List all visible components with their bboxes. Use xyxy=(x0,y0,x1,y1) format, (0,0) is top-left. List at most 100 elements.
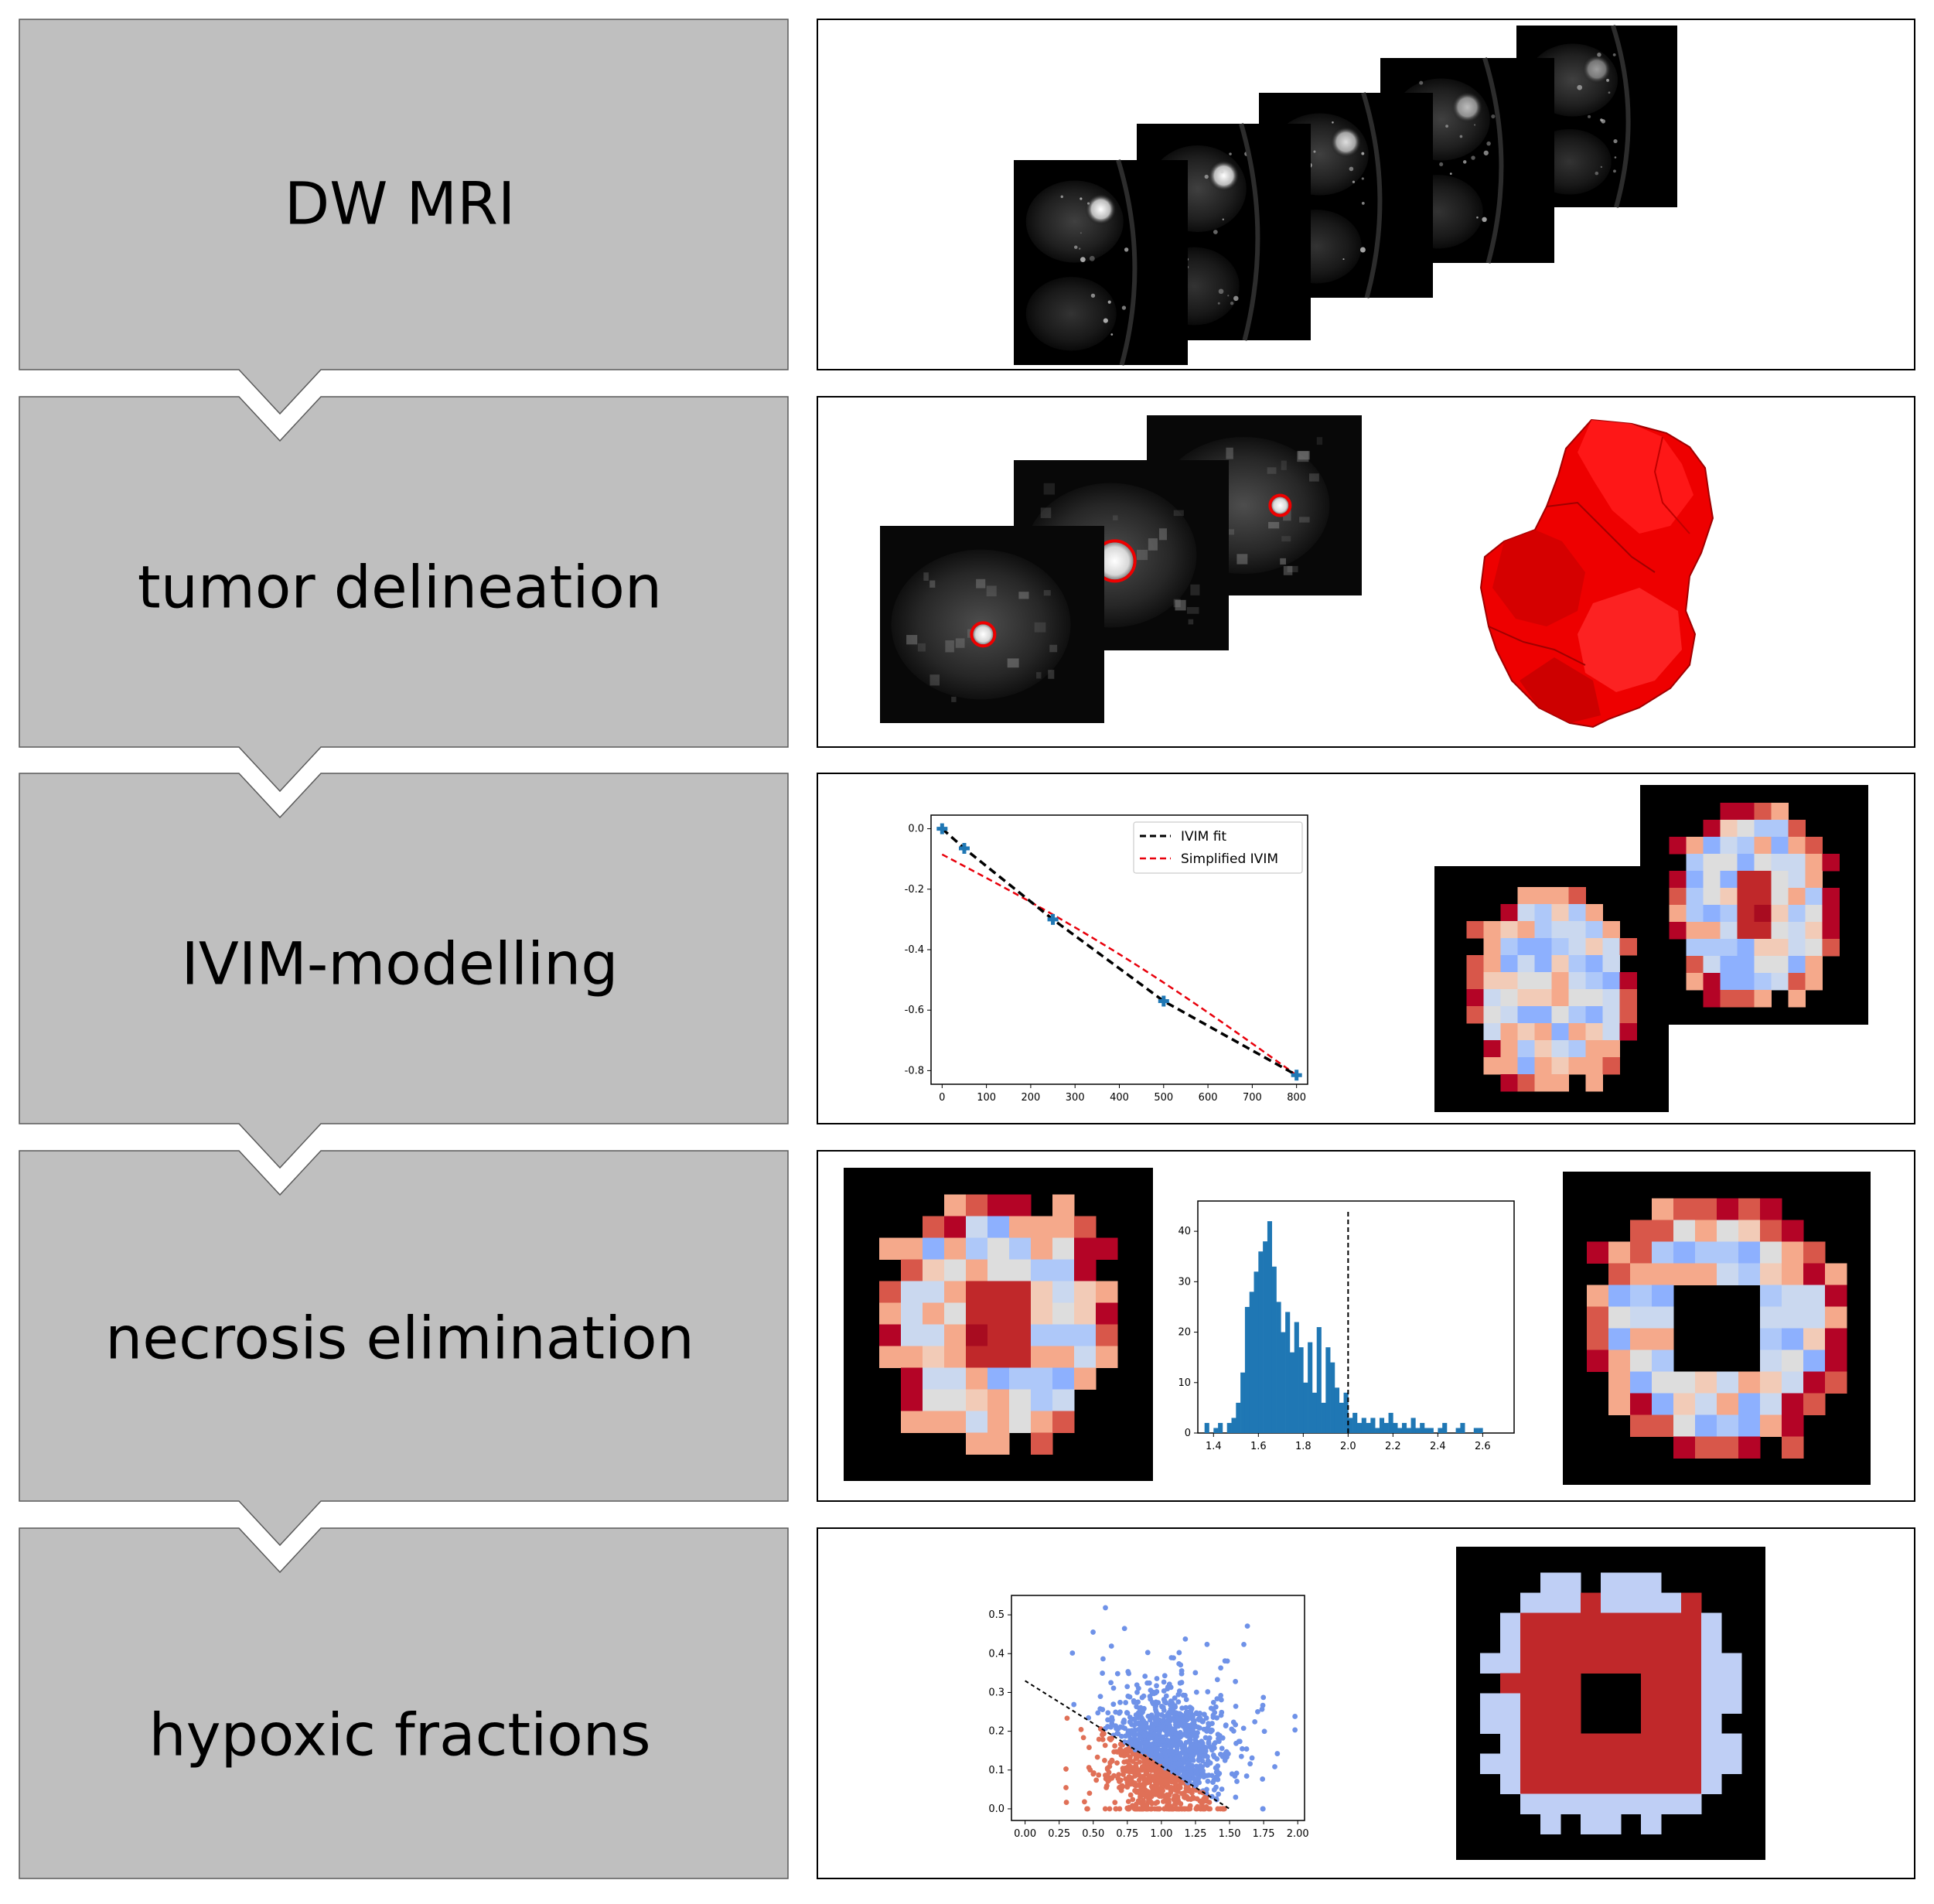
scatter-y-tick-label: 0.1 xyxy=(988,1765,1005,1776)
necrosis-map-before-pixel xyxy=(1031,1411,1053,1433)
necrosis-map-before-pixel xyxy=(1074,1216,1097,1238)
ivim-x-tick-label: 400 xyxy=(1110,1092,1129,1104)
tissue-texture xyxy=(1316,437,1323,445)
histogram-bar xyxy=(1401,1422,1407,1433)
scatter-point-normoxic xyxy=(1232,1773,1238,1779)
scatter-point-hypoxic xyxy=(1100,1732,1105,1738)
ivim-map-front-pixel xyxy=(1602,1057,1620,1075)
ivim-map-front-pixel xyxy=(1483,938,1501,956)
mri-speckle xyxy=(1220,169,1224,174)
mri-speckle xyxy=(1474,124,1476,126)
necrosis-map-after-pixel xyxy=(1608,1393,1631,1415)
ivim-map-front-pixel xyxy=(1568,989,1586,1007)
scatter-point-hypoxic xyxy=(1107,1806,1113,1812)
necrosis-map-after-pixel xyxy=(1695,1436,1717,1459)
ivim-map-front-pixel xyxy=(1534,938,1552,956)
necrosis-map-before-pixel xyxy=(987,1302,1010,1325)
scatter-point-hypoxic xyxy=(1165,1797,1172,1803)
mri-speckle xyxy=(1577,84,1583,90)
simplified-ivim-line xyxy=(941,853,1298,1077)
ivim-map-front-pixel xyxy=(1534,989,1552,1007)
scatter-point-normoxic xyxy=(1161,1679,1167,1685)
necrosis-map-after-pixel xyxy=(1760,1393,1782,1415)
necrosis-map-before-pixel xyxy=(1074,1281,1097,1303)
ivim-map-front-pixel xyxy=(1551,1006,1569,1024)
necrosis-map-after-pixel xyxy=(1630,1220,1653,1242)
tissue-texture xyxy=(1281,460,1287,470)
ivim-map-front-pixel xyxy=(1534,904,1552,922)
hypoxic-map-pixel xyxy=(1661,1733,1682,1754)
ivim-map-back-pixel xyxy=(1720,854,1738,872)
mri-speckle xyxy=(1124,247,1129,252)
mri-speckle xyxy=(1218,288,1224,295)
ivim-x-tick-label: 0 xyxy=(939,1092,945,1104)
scatter-point-normoxic xyxy=(1209,1773,1215,1779)
step-label-hypoxic-fractions: hypoxic fractions xyxy=(148,1701,650,1769)
ivim-map-front-pixel xyxy=(1517,887,1535,905)
ivim-map-back-pixel xyxy=(1686,939,1704,957)
ivim-map-back-pixel xyxy=(1737,905,1755,923)
ivim-map-back-pixel xyxy=(1720,820,1738,838)
mri-speckle xyxy=(1230,302,1234,305)
histogram-bar xyxy=(1428,1428,1434,1433)
scatter-point-normoxic xyxy=(1117,1709,1123,1715)
scatter-point-normoxic xyxy=(1188,1704,1194,1711)
necrosis-map-before-pixel xyxy=(944,1389,967,1411)
scatter-point-hypoxic xyxy=(1103,1785,1110,1790)
scatter-point-hypoxic xyxy=(1117,1779,1122,1784)
necrosis-map-after-pixel xyxy=(1608,1285,1631,1307)
tissue-texture xyxy=(1175,599,1186,611)
ivim-map-front-pixel xyxy=(1466,955,1484,973)
ivim-map-back-pixel xyxy=(1737,888,1755,906)
necrosis-map-before-pixel xyxy=(944,1367,967,1390)
tissue-texture xyxy=(1048,670,1055,679)
ivim-map-back-pixel xyxy=(1771,803,1789,821)
ivim-map-front-pixel xyxy=(1483,1006,1501,1024)
necrosis-map-after-pixel xyxy=(1695,1198,1717,1220)
tumor-3d-render xyxy=(1479,418,1714,729)
scatter-point-hypoxic xyxy=(1166,1806,1172,1812)
tissue-texture xyxy=(1173,599,1181,608)
necrosis-map-after-pixel xyxy=(1652,1241,1674,1264)
ivim-map-front-pixel xyxy=(1483,989,1501,1007)
ivim-map-front-pixel xyxy=(1568,904,1586,922)
scatter-x-tick-label: 0.75 xyxy=(1116,1828,1138,1840)
hypoxic-map-pixel xyxy=(1641,1633,1662,1653)
scatter-point-normoxic xyxy=(1109,1717,1115,1723)
scatter-point-normoxic xyxy=(1095,1710,1101,1716)
hypoxic-map-pixel xyxy=(1601,1592,1622,1613)
ivim-map-front-pixel xyxy=(1483,955,1501,973)
mri-speckle xyxy=(1089,255,1095,261)
scatter-x-tick-label: 1.25 xyxy=(1185,1828,1207,1840)
ivim-map-front-pixel xyxy=(1466,972,1484,990)
necrosis-map-after xyxy=(1563,1172,1871,1485)
ivim-map-back-pixel xyxy=(1669,905,1687,923)
scatter-point-normoxic xyxy=(1252,1718,1258,1725)
hist-y-tick-label: 20 xyxy=(1178,1327,1191,1339)
scatter-point-normoxic xyxy=(1196,1717,1202,1723)
mri-speckle xyxy=(1588,114,1591,118)
hypoxic-map-pixel xyxy=(1721,1753,1742,1774)
ivim-x-tick-label: 200 xyxy=(1021,1092,1040,1104)
hypoxic-map-pixel xyxy=(1480,1753,1501,1774)
scatter-point-normoxic xyxy=(1149,1691,1155,1696)
hist-y-tick-label: 0 xyxy=(1185,1428,1191,1439)
ivim-map-front-pixel xyxy=(1619,938,1637,956)
necrosis-map-before-pixel xyxy=(1052,1259,1075,1281)
ivim-map-front-pixel xyxy=(1568,938,1586,956)
tissue-texture xyxy=(1137,549,1148,561)
tissue-texture xyxy=(1267,467,1277,474)
scatter-point-normoxic xyxy=(1161,1698,1168,1704)
mri-speckle xyxy=(1459,135,1463,138)
scatter-point-hypoxic xyxy=(1100,1736,1106,1742)
hypoxic-map-pixel xyxy=(1581,1633,1601,1653)
necrosis-map-before-pixel xyxy=(901,1389,923,1411)
ivim-map-front-pixel xyxy=(1551,938,1569,956)
necrosis-map-after-pixel xyxy=(1587,1241,1609,1264)
tissue-texture xyxy=(1297,451,1309,462)
mri-speckle xyxy=(1213,230,1218,234)
scatter-point-normoxic xyxy=(1141,1706,1147,1712)
ivim-map-front-pixel xyxy=(1500,921,1518,939)
necrosis-map-after-pixel xyxy=(1652,1306,1674,1329)
ivim-map-back-pixel xyxy=(1720,956,1738,974)
